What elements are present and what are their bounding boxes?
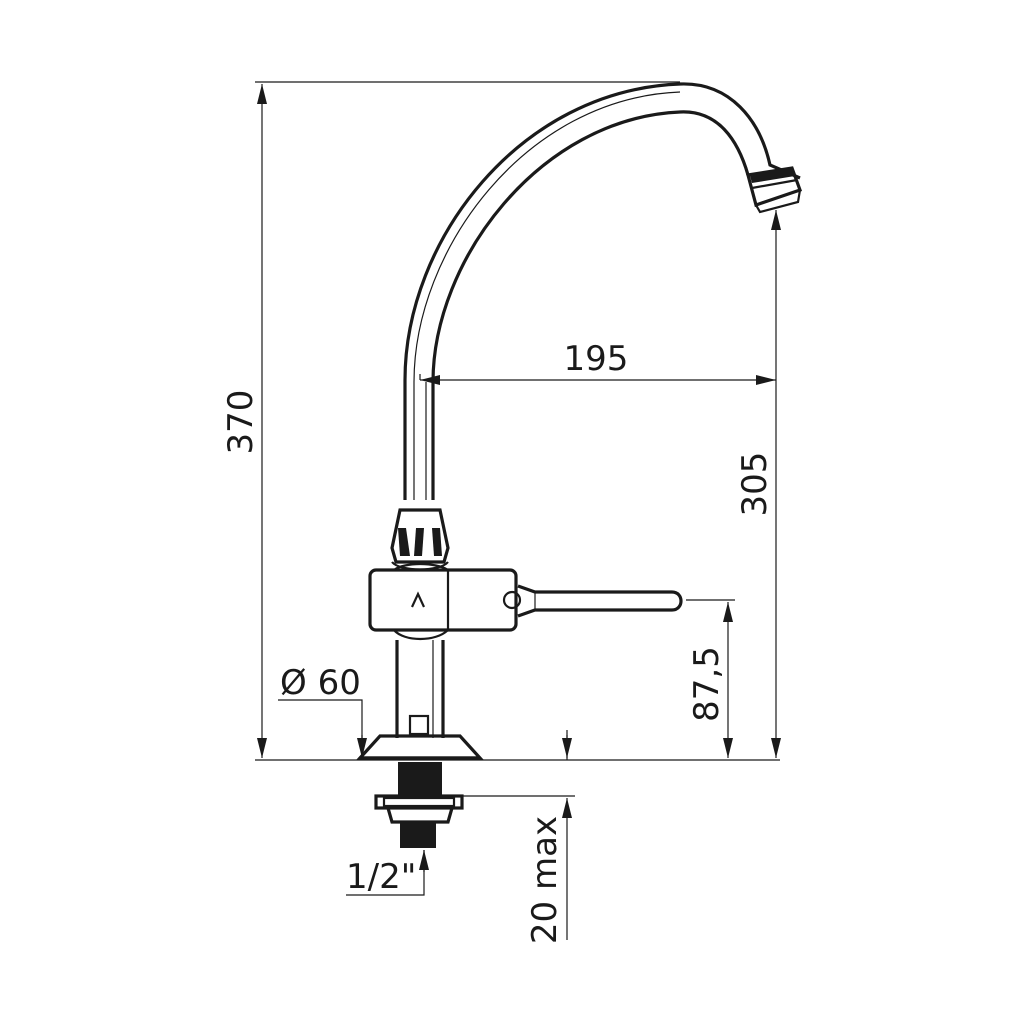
aerator: [745, 166, 803, 214]
column: [395, 640, 445, 738]
valve-body: [368, 562, 522, 640]
swivel-nut: [390, 508, 450, 571]
spout-inner: [431, 110, 750, 500]
threaded-shank: [374, 762, 464, 848]
dim-label-diameter: Ø 60: [280, 663, 361, 703]
lever-handle: [517, 584, 683, 618]
dim-label-thread: 1/2": [346, 857, 416, 897]
spout-outer: [403, 82, 801, 500]
dim-label-195: 195: [564, 339, 629, 379]
dim-label-87-5: 87,5: [687, 646, 727, 722]
extension-lines: [255, 81, 780, 896]
dim-label-370: 370: [221, 390, 261, 455]
dimension-lines: [257, 84, 781, 940]
faucet-outline: [356, 82, 803, 848]
base-flange: [356, 734, 484, 760]
dim-label-20-max: 20 max: [525, 816, 565, 944]
dim-label-305: 305: [735, 452, 775, 517]
